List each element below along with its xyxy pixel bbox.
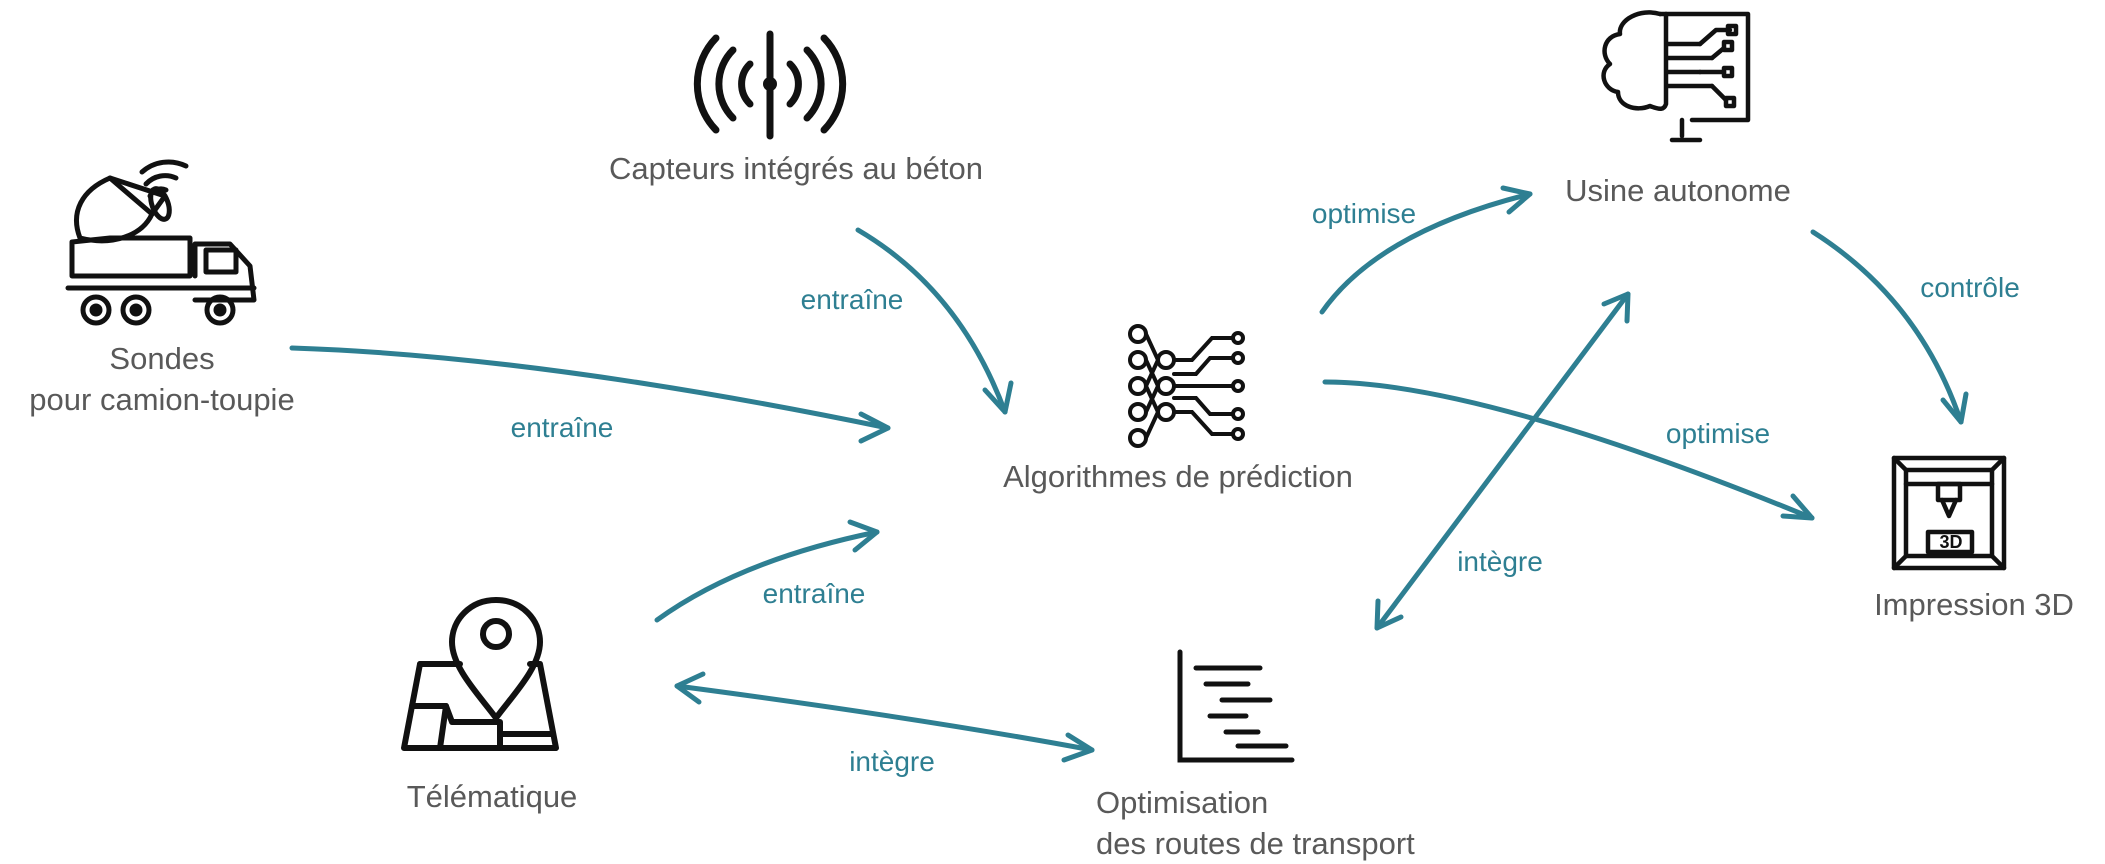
edge-label-usine-impression: contrôle xyxy=(1920,272,2020,303)
concrete-mixer-truck-icon xyxy=(65,159,257,326)
edge-sondes-algorithmes xyxy=(289,345,891,444)
edge-algorithmes-impression xyxy=(1322,379,1815,521)
edge-label-algorithmes-usine: optimise xyxy=(1311,198,1417,229)
node-label-optimisation-line2: des routes de transport xyxy=(1096,826,1415,861)
gantt-chart-icon xyxy=(1177,649,1295,763)
node-label-optimisation: Optimisation des routes de transport xyxy=(1096,782,1415,864)
brain-computer-icon xyxy=(1601,10,1751,143)
node-label-telematique: Télématique xyxy=(406,779,578,814)
node-label-algorithmes: Algorithmes de prédiction xyxy=(1003,459,1353,494)
edge-label-algorithmes-impression: optimise xyxy=(1665,418,1771,449)
node-label-impression: Impression 3D xyxy=(1874,587,2074,622)
node-label-sondes-line1: Sondes xyxy=(109,341,215,376)
edge-algorithmes-usine xyxy=(1319,185,1533,315)
node-label-sondes: Sondes pour camion-toupie xyxy=(29,338,294,420)
edge-label-capteurs-algorithmes: entraîne xyxy=(800,284,904,315)
edge-label-telematique-optimisation: intègre xyxy=(849,746,935,777)
edge-capteurs-algorithmes xyxy=(855,227,1014,415)
edge-label-usine-optimisation: intègre xyxy=(1457,546,1543,577)
node-label-capteurs: Capteurs intégrés au béton xyxy=(609,151,983,186)
3d-printer-icon xyxy=(1891,455,2007,571)
edge-telematique-algorithmes xyxy=(654,519,880,623)
edge-telematique-optimisation xyxy=(674,671,1095,763)
node-label-sondes-line2: pour camion-toupie xyxy=(29,382,295,417)
wireless-signal-icon xyxy=(693,30,847,140)
node-label-optimisation-line1: Optimisation xyxy=(1096,785,1269,820)
map-pin-icon xyxy=(401,597,559,751)
node-label-usine: Usine autonome xyxy=(1565,173,1791,208)
edge-usine-optimisation xyxy=(1374,291,1631,631)
edge-usine-impression xyxy=(1810,229,1969,425)
printer-badge-3d: 3D xyxy=(1939,532,1963,552)
edge-label-sondes-algorithmes: entraîne xyxy=(510,412,614,443)
edge-label-telematique-algorithmes: entraîne xyxy=(762,578,866,609)
neural-network-icon xyxy=(1128,324,1245,448)
